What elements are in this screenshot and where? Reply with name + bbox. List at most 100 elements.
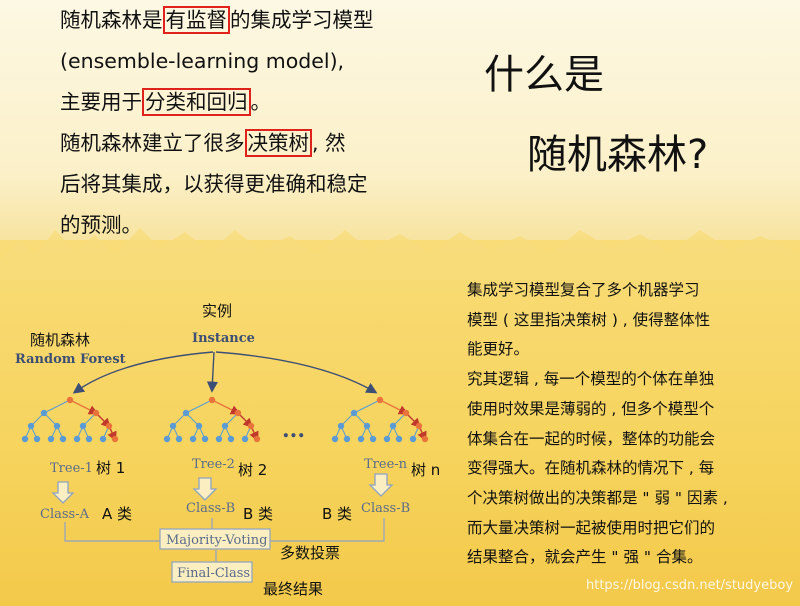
arrow-to-tree-2: [206, 351, 219, 393]
class-a-cn: A 类: [102, 505, 132, 523]
description-text: 集成学习模型复合了多个机器学习 模型 ( 这里指决策树 ) , 使得整体性 能更…: [467, 276, 787, 573]
tree-node: [92, 409, 100, 417]
tree-node: [247, 422, 255, 430]
label-instance-cn: 实例: [202, 302, 232, 320]
class-b-cn-2: B 类: [322, 505, 352, 523]
description-line: 能更好。: [467, 340, 530, 359]
tree-node: [73, 435, 81, 443]
tree-node: [395, 435, 403, 443]
arrow-to-tree-n: [215, 351, 378, 394]
tree-node: [40, 409, 48, 417]
intro-line-3: 主要用于分类和回归。: [60, 88, 271, 116]
tree-ellipsis: ...: [282, 417, 305, 443]
final-class-box: [171, 561, 253, 583]
description-line: 而大量决策树一起被使用时把它们的: [467, 518, 716, 537]
tree-edge: [43, 399, 71, 414]
tree-node: [215, 435, 223, 443]
majority-voting-label: Majority-Voting: [166, 533, 267, 548]
class-b-cn-1: B 类: [243, 505, 273, 523]
class-a-label: Class-A: [40, 507, 90, 522]
tree-n-cn: 树 n: [411, 461, 440, 479]
tree-1-label: Tree-1: [50, 461, 93, 476]
decision-path-edge: [69, 399, 99, 415]
tree-node: [33, 435, 41, 443]
tree-node: [350, 409, 358, 417]
decision-trees: [21, 396, 429, 443]
tree-node: [195, 422, 203, 430]
heading-random-forest: 随机森林?: [527, 132, 709, 178]
intro-line-2: (ensemble-learning model),: [60, 49, 345, 73]
intro-text: 随机森林是有监督的集成学习模型 (ensemble-learning model…: [60, 0, 450, 246]
majority-voting-box: [159, 528, 271, 550]
background-top: [0, 0, 800, 250]
tree-node: [66, 396, 74, 404]
tree-node: [27, 422, 35, 430]
forest-silhouette: [0, 228, 800, 280]
tree-node: [47, 435, 55, 443]
decision-path-edge: [211, 399, 241, 415]
description-line: 结果整合，就会产生 " 强 " 合集。: [467, 548, 703, 567]
description-line: 变得强大。在随机森林的情况下 , 每: [467, 459, 715, 478]
tree-node: [402, 409, 410, 417]
heading-what-is: 什么是: [484, 52, 604, 98]
tree-node: [415, 422, 423, 430]
bracket-line-right: [270, 518, 385, 542]
description-line: 模型 ( 这里指决策树 ) , 使得整体性: [467, 310, 711, 329]
highlight-classification-regression: 分类和回归: [142, 88, 251, 116]
tree-node: [221, 422, 229, 430]
tree-node: [357, 435, 365, 443]
down-arrow-icon: [368, 473, 394, 497]
tree-node: [383, 435, 391, 443]
tree-node: [234, 409, 242, 417]
down-arrow-icon: [51, 481, 75, 504]
tree-node: [208, 396, 216, 404]
label-random-forest-cn: 随机森林: [30, 331, 90, 349]
tree-node: [53, 422, 61, 430]
tree-node: [189, 435, 197, 443]
tree-edge: [185, 399, 213, 414]
tree-node: [421, 435, 429, 443]
tree-node: [79, 422, 87, 430]
tree-node: [163, 435, 171, 443]
highlight-supervised: 有监督: [162, 6, 230, 34]
tree-node: [369, 435, 377, 443]
tree-node: [99, 435, 107, 443]
tree-node: [337, 422, 345, 430]
description-line: 使用时效果是薄弱的 , 但多个模型个: [467, 399, 715, 418]
tree-node: [331, 435, 339, 443]
tree-node: [363, 422, 371, 430]
tree-n-label: Tree-n: [364, 457, 408, 472]
intro-line-6: 的预测。: [60, 213, 142, 237]
tree-2-label: Tree-2: [192, 457, 235, 472]
background-bottom: [0, 240, 800, 606]
tree-node: [376, 396, 384, 404]
final-class-cn: 最终结果: [263, 580, 323, 598]
tree-node: [175, 435, 183, 443]
tree-2-cn: 树 2: [238, 461, 267, 479]
intro-line-4: 随机森林建立了很多决策树, 然: [60, 129, 346, 157]
down-arrow-icon: [192, 477, 218, 501]
tree-node: [59, 435, 67, 443]
description-line: 体集合在一起的时候，整体的功能会: [467, 429, 716, 448]
final-class-label: Final-Class: [177, 566, 250, 581]
tree-node: [343, 435, 351, 443]
description-line: 个决策树做出的决策都是 " 弱 " 因素 ,: [467, 488, 728, 507]
majority-voting-cn: 多数投票: [280, 544, 340, 562]
description-line: 究其逻辑 , 每一个模型的个体在单独: [467, 370, 715, 389]
tree-node: [241, 435, 249, 443]
tree-node: [105, 422, 113, 430]
tree-1-cn: 树 1: [96, 459, 125, 477]
label-instance-en: Instance: [192, 331, 255, 346]
tree-node: [85, 435, 93, 443]
tree-node: [389, 422, 397, 430]
highlight-decision-tree: 决策树: [244, 129, 312, 157]
tree-node: [111, 435, 119, 443]
tree-node: [201, 435, 209, 443]
intro-line-5: 后将其集成，以获得更准确和稳定: [60, 172, 368, 196]
tree-node: [409, 435, 417, 443]
watermark: https://blog.csdn.net/studyeboy: [586, 578, 794, 593]
tree-node: [182, 409, 190, 417]
description-line: 集成学习模型复合了多个机器学习: [467, 281, 700, 299]
label-random-forest-en: Random Forest: [15, 352, 126, 367]
